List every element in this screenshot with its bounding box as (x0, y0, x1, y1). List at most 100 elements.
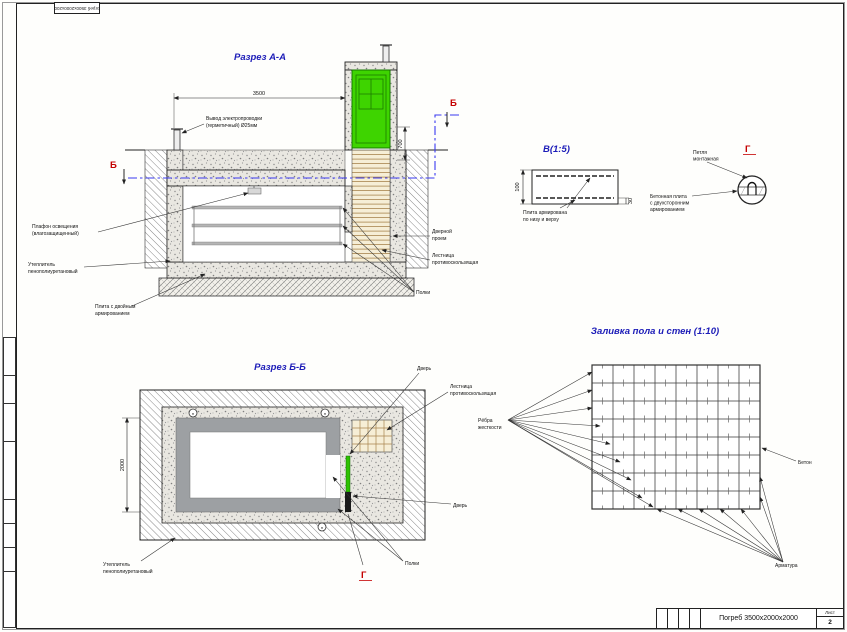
detail-circle (737, 175, 767, 205)
title-block-cell (668, 609, 679, 628)
door-plan (345, 455, 351, 493)
ladder-plan (351, 419, 393, 453)
wall-left (166, 149, 184, 263)
frame-cell (4, 572, 15, 627)
detail-v-title: В(1:5) (543, 144, 570, 155)
label-rebar-note: Плита армирована по низу и верху (523, 210, 568, 223)
leader-concrete-slab (691, 189, 738, 197)
dim-3500-value: 3500 (253, 91, 265, 97)
svg-text:п: п (321, 525, 323, 530)
section-aa-title: Разрез А-А (234, 52, 286, 63)
doorway-wall-stub (344, 185, 353, 233)
dim-2000-value: 2000 (120, 459, 126, 471)
shelves (191, 205, 343, 246)
sheet-cell: Лист 2 (817, 609, 843, 628)
lamp-fixture (247, 186, 262, 195)
base-crosshatch (158, 277, 415, 297)
backfill-band (182, 149, 346, 171)
top-rotated-stamp: Погреб 3500х2000х2000 (54, 2, 100, 14)
cut-line-bb (128, 114, 460, 179)
ladder (351, 149, 391, 263)
callouts-aa: Вывод электропроводки (герметичный) Ø25м… (28, 116, 478, 317)
ribs-callout: Рёбра жесткости (478, 371, 654, 508)
soil-right (405, 149, 429, 269)
frame-left-strip (3, 337, 16, 628)
detail-g-marker: Г (361, 570, 367, 581)
label-concrete: Бетон (798, 460, 812, 466)
detail-g-drawing: Г Петля монтажная Бетонная плита с двухс… (650, 144, 767, 213)
block-grid (591, 364, 761, 510)
position-markers: п п п (188, 408, 330, 532)
dim-2000: 2000 (120, 417, 140, 513)
rebar-callout: Арматура (656, 476, 798, 569)
label-rebar: Арматура (775, 563, 798, 569)
conduit-pipe (171, 128, 183, 151)
label-slab: Плита с двойным армированием (95, 303, 137, 317)
svg-text:п: п (324, 411, 326, 416)
cut-marker-b-left: Б (110, 160, 117, 171)
frame-cell (4, 338, 15, 376)
drawing-name: Погреб 3500х2000х2000 (701, 609, 817, 628)
slab-section (531, 169, 619, 205)
section-aa-drawing: Разрез А-А (28, 44, 478, 317)
frame-cell (4, 404, 15, 442)
label-door-right: Дверь (453, 503, 468, 509)
leader-top-rebar (566, 177, 591, 209)
floor-slab (166, 261, 407, 279)
label-wiring: Вывод электропроводки (герметичный) Ø25м… (206, 116, 264, 129)
leader-loop (706, 161, 748, 179)
sheet-number: 2 (828, 619, 832, 626)
label-shelves-plan: Полки (405, 561, 419, 567)
label-insulation-plan: Утеплитель пенополиуретановый (103, 562, 153, 575)
sheet-label: Лист (817, 609, 843, 617)
soil-left (144, 149, 168, 269)
pour-diagram-drawing: Заливка пола и стен (1:10) Рёбра жесткос… (478, 326, 812, 569)
label-concrete-slab: Бетонная плита с двухсторонним армирован… (650, 194, 691, 213)
label-doorway: Дверной проем (432, 228, 453, 242)
stamp-text: Погреб 3500х2000х2000 (54, 5, 100, 11)
callouts-bb: Дверь Лестница противоскользящая Утеплит… (103, 366, 496, 581)
dim-30: 30 (618, 197, 634, 205)
loop-section (738, 181, 766, 196)
leader-bottom-rebar (559, 199, 576, 209)
dim-100-value: 100 (515, 182, 521, 191)
label-loop: Петля монтажная (693, 150, 719, 163)
title-block-cell (690, 609, 701, 628)
detail-g-title: Г (745, 144, 751, 155)
dim-100: 100 (515, 169, 532, 205)
wall-right (389, 149, 407, 263)
dim-backfill: 700 (397, 126, 410, 161)
title-block-cell (657, 609, 668, 628)
vent-pipe (382, 45, 390, 63)
frame-cell (4, 376, 15, 404)
frame-cell (4, 442, 15, 500)
dim-3500: 3500 (173, 64, 346, 128)
pour-diagram-title: Заливка пола и стен (1:10) (591, 326, 719, 337)
svg-text:п: п (192, 411, 194, 416)
section-bb-title: Разрез Б-Б (254, 362, 306, 373)
door-jamb (345, 492, 351, 512)
shelf-gap (326, 455, 340, 498)
detail-v-drawing: В(1:5) 100 30 Плита армирована по низу и… (515, 144, 634, 223)
label-lamp: Плафон освещения (влагозащищенный) (32, 224, 80, 237)
frame-cell (4, 548, 15, 572)
cut-marker-b-right: Б (450, 98, 457, 109)
label-door-top: Дверь (417, 366, 432, 372)
title-block-cell (679, 609, 690, 628)
label-insulation: Утеплитель пенополиуретановый (28, 262, 78, 275)
dim-backfill-value: 700 (398, 139, 404, 148)
room-floor (189, 431, 327, 499)
frame-cell (4, 524, 15, 548)
label-ribs: Рёбра жесткости (478, 418, 502, 431)
dim-30-value: 30 (628, 198, 634, 204)
label-ladder-plan: Лестница противоскользящая (450, 384, 496, 397)
label-shelves: Полки (416, 290, 430, 296)
entrance-shed (344, 44, 398, 151)
frame-cell (4, 500, 15, 524)
frame-inner (16, 3, 844, 629)
section-bb-drawing: Разрез Б-Б п п п (103, 362, 496, 581)
label-ladder: Лестница противоскользящая (432, 253, 478, 266)
concrete-callout: Бетон (761, 447, 812, 466)
